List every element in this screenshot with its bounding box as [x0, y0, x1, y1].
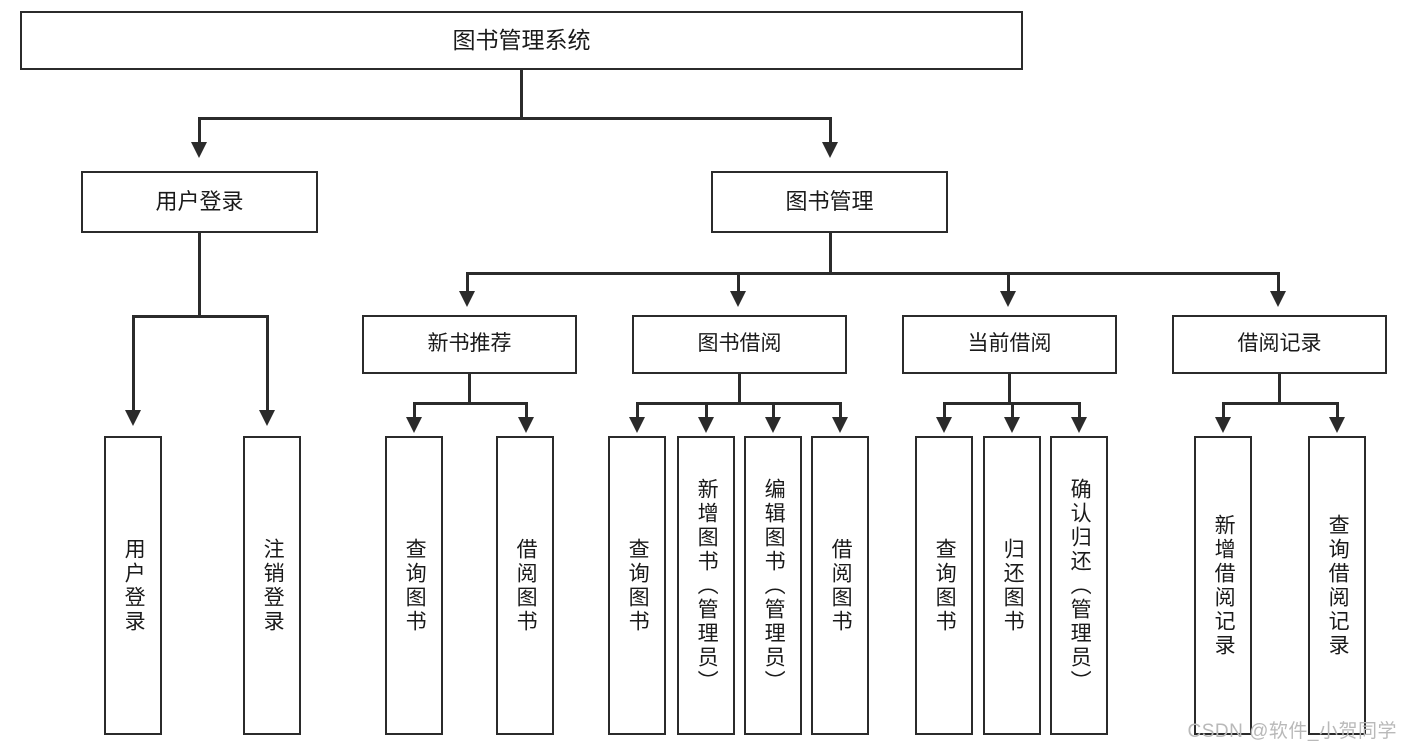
node-label: 编辑图书（管理员）: [762, 477, 786, 694]
leaf-node-add-book-admin[interactable]: 新增图书（管理员）: [677, 436, 735, 735]
edge-root-bus: [198, 117, 832, 120]
arrowhead-leaf-borrow-book-2: [832, 417, 848, 433]
edge-nbr-to-leaf-2: [525, 402, 528, 420]
node-label: 用户登录: [122, 537, 146, 634]
node-book-management[interactable]: 图书管理: [711, 171, 948, 233]
edge-level3-bus: [466, 272, 1280, 275]
leaf-node-borrow-book-new[interactable]: 借阅图书: [496, 436, 554, 735]
arrowhead-new-book-recommend: [459, 291, 475, 307]
node-label: 借阅图书: [514, 537, 538, 634]
node-label: 图书借阅: [697, 332, 782, 356]
node-label: 查询图书: [403, 537, 427, 634]
edge-borrow-record-bus: [1222, 402, 1339, 405]
leaf-node-query-book-borrow[interactable]: 查询图书: [608, 436, 666, 735]
arrowhead-leaf-query-book-3: [936, 417, 952, 433]
arrowhead-leaf-query-book-2: [629, 417, 645, 433]
leaf-node-return-book[interactable]: 归还图书: [983, 436, 1041, 735]
edge-cb-to-leaf-3: [1078, 402, 1081, 420]
edge-to-new-book-recommend: [466, 272, 469, 294]
node-label: 图书管理: [785, 189, 874, 215]
node-label: 查询借阅记录: [1326, 513, 1350, 658]
edge-root-stem: [520, 70, 523, 118]
leaf-node-logout-login[interactable]: 注销登录: [243, 436, 301, 735]
edge-bb-to-leaf-1: [636, 402, 639, 420]
arrowhead-borrow-record: [1270, 291, 1286, 307]
arrowhead-leaf-edit-book: [765, 417, 781, 433]
leaf-node-confirm-return-admin[interactable]: 确认归还（管理员）: [1050, 436, 1108, 735]
csdn-watermark: CSDN @软件_小贺同学: [1187, 721, 1397, 742]
edge-to-borrow-record: [1277, 272, 1280, 294]
node-label: 注销登录: [261, 537, 285, 634]
arrowhead-leaf-confirm-return: [1071, 417, 1087, 433]
arrowhead-current-borrow: [1000, 291, 1016, 307]
node-label: 新增图书（管理员）: [695, 477, 719, 694]
leaf-node-add-borrow-record[interactable]: 新增借阅记录: [1194, 436, 1252, 735]
leaf-node-user-login[interactable]: 用户登录: [104, 436, 162, 735]
arrowhead-leaf-user-login: [125, 410, 141, 426]
arrowhead-leaf-borrow-book-1: [518, 417, 534, 433]
node-label: 新书推荐: [427, 332, 512, 356]
edge-br-to-leaf-2: [1336, 402, 1339, 420]
arrowhead-leaf-query-book-1: [406, 417, 422, 433]
node-label: 新增借阅记录: [1212, 513, 1236, 658]
node-label: 查询图书: [933, 537, 957, 634]
node-label: 归还图书: [1001, 537, 1025, 634]
arrowhead-leaf-add-record: [1215, 417, 1231, 433]
edge-cb-to-leaf-1: [943, 402, 946, 420]
edge-nbr-to-leaf-1: [413, 402, 416, 420]
node-borrow-record[interactable]: 借阅记录: [1172, 315, 1387, 374]
node-current-borrow[interactable]: 当前借阅: [902, 315, 1117, 374]
edge-user-login-to-leaf-2: [266, 315, 269, 413]
leaf-node-borrow-book-borrow[interactable]: 借阅图书: [811, 436, 869, 735]
edge-borrow-record-stem: [1278, 374, 1281, 404]
edge-to-current-borrow: [1007, 272, 1010, 294]
edge-current-borrow-stem: [1008, 374, 1011, 404]
edge-user-login-stem: [198, 233, 201, 317]
edge-book-borrow-stem: [738, 374, 741, 404]
arrowhead-leaf-query-record: [1329, 417, 1345, 433]
edge-new-book-recommend-bus: [413, 402, 528, 405]
arrowhead-leaf-return-book: [1004, 417, 1020, 433]
edge-user-login-to-leaf-1: [132, 315, 135, 413]
edge-br-to-leaf-1: [1222, 402, 1225, 420]
edge-root-to-book-management: [829, 117, 832, 145]
leaf-node-edit-book-admin[interactable]: 编辑图书（管理员）: [744, 436, 802, 735]
arrowhead-user-login: [191, 142, 207, 158]
node-label: 查询图书: [626, 537, 650, 634]
arrowhead-leaf-logout-login: [259, 410, 275, 426]
node-label: 图书管理系统: [452, 27, 591, 54]
node-label: 用户登录: [155, 189, 244, 215]
leaf-node-query-borrow-record[interactable]: 查询借阅记录: [1308, 436, 1366, 735]
leaf-node-query-book-current[interactable]: 查询图书: [915, 436, 973, 735]
edge-user-login-bus: [132, 315, 269, 318]
edge-root-to-user-login: [198, 117, 201, 145]
edge-bb-to-leaf-3: [772, 402, 775, 420]
edge-book-borrow-bus: [636, 402, 841, 405]
node-label: 当前借阅: [967, 332, 1052, 356]
node-user-login[interactable]: 用户登录: [81, 171, 318, 233]
edge-book-management-stem: [829, 233, 832, 273]
node-label: 确认归还（管理员）: [1068, 477, 1092, 694]
node-new-book-recommend[interactable]: 新书推荐: [362, 315, 577, 374]
edge-new-book-recommend-stem: [468, 374, 471, 404]
arrowhead-book-management: [822, 142, 838, 158]
edge-bb-to-leaf-4: [839, 402, 842, 420]
arrowhead-book-borrow: [730, 291, 746, 307]
leaf-node-query-book-new[interactable]: 查询图书: [385, 436, 443, 735]
edge-bb-to-leaf-2: [705, 402, 708, 420]
node-root-book-management-system[interactable]: 图书管理系统: [20, 11, 1023, 70]
edge-to-book-borrow: [737, 272, 740, 294]
arrowhead-leaf-add-book: [698, 417, 714, 433]
node-book-borrow[interactable]: 图书借阅: [632, 315, 847, 374]
edge-cb-to-leaf-2: [1011, 402, 1014, 420]
node-label: 借阅记录: [1237, 332, 1322, 356]
node-label: 借阅图书: [829, 537, 853, 634]
